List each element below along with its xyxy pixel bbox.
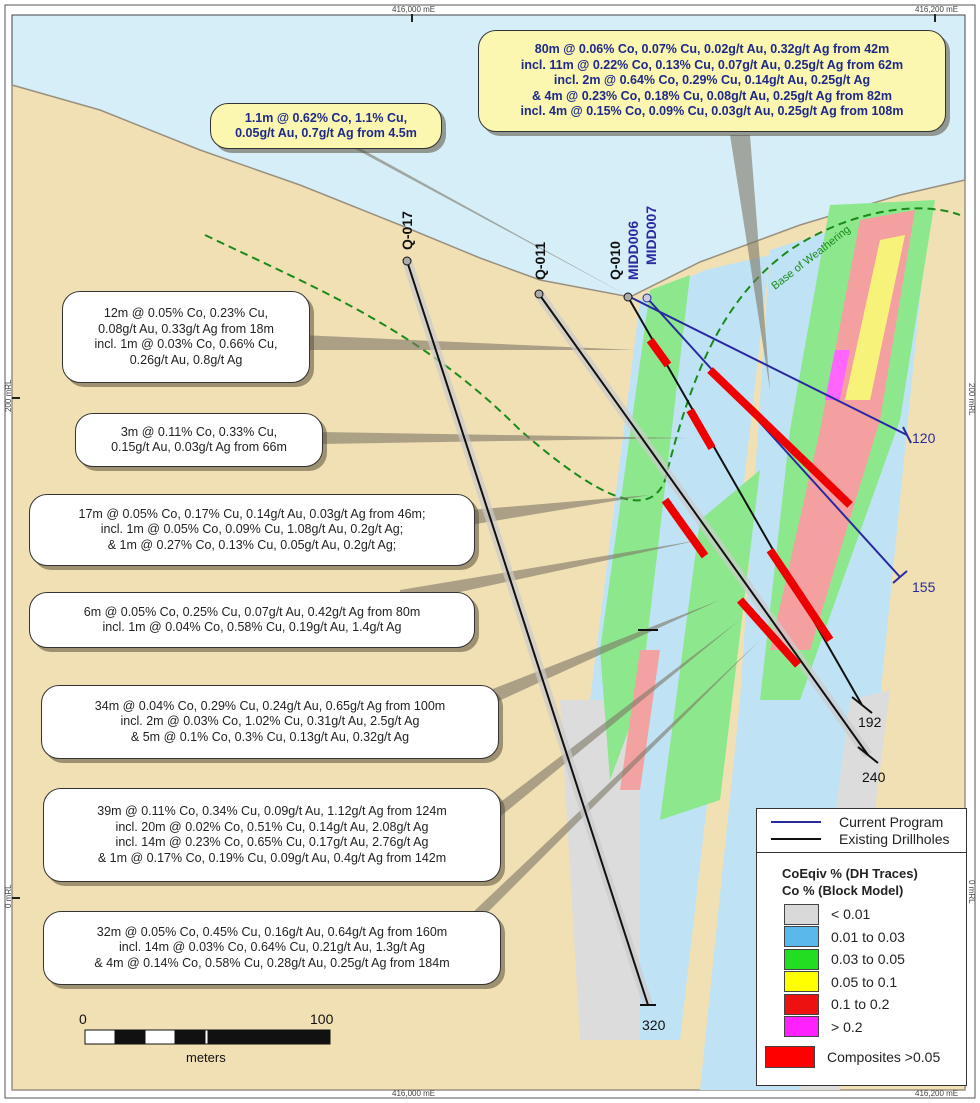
callout-line: & 4m @ 0.23% Co, 0.18% Cu, 0.08g/t Au, 0… bbox=[532, 88, 892, 103]
easting-label-top-right: 416,200 mE bbox=[915, 5, 958, 14]
callout-line: incl. 11m @ 0.22% Co, 0.13% Cu, 0.07g/t … bbox=[520, 57, 904, 72]
base-of-weathering-line bbox=[204, 207, 961, 502]
scale-end: 100 bbox=[310, 1011, 334, 1027]
callout-line: 32m @ 0.05% Co, 0.45% Cu, 0.16g/t Au, 0.… bbox=[96, 924, 448, 939]
callout-line: incl. 1m @ 0.03% Co, 0.66% Cu, bbox=[94, 337, 278, 351]
callout-line: 34m @ 0.04% Co, 0.29% Cu, 0.24g/t Au, 0.… bbox=[94, 698, 446, 713]
drillhole-label-q017: Q-017 bbox=[399, 211, 415, 250]
callout-line: & 4m @ 0.14% Co, 0.58% Cu, 0.28g/t Au, 0… bbox=[94, 955, 450, 970]
easting-label-bottom-right: 416,200 mE bbox=[915, 1089, 958, 1098]
legend-title-block-model: Co % (Block Model) bbox=[782, 883, 904, 898]
legend-swatch bbox=[784, 993, 819, 1015]
callout-intercept-1: 12m @ 0.05% Co, 0.23% Cu, 0.08g/t Au, 0.… bbox=[62, 291, 310, 383]
callout-line: & 5m @ 0.1% Co, 0.3% Cu, 0.13g/t Au, 0.3… bbox=[130, 729, 410, 744]
legend-current-program: Current Program bbox=[839, 813, 944, 830]
existing-drillholes-line-icon bbox=[771, 837, 821, 840]
end-depth-midd007: 155 bbox=[912, 579, 936, 595]
callout-line: 39m @ 0.11% Co, 0.34% Cu, 0.09g/t Au, 1.… bbox=[97, 804, 447, 818]
callout-line: incl. 2m @ 0.64% Co, 0.29% Cu, 0.14g/t A… bbox=[553, 73, 871, 88]
callout-line: incl. 4m @ 0.15% Co, 0.09% Cu, 0.03g/t A… bbox=[520, 104, 904, 119]
drillhole-trace-q011 bbox=[538, 293, 869, 756]
drillhole-label-midd007: MIDD007 bbox=[643, 206, 659, 265]
callout-line: 3m @ 0.11% Co, 0.33% Cu, bbox=[120, 424, 278, 439]
callout-line: & 1m @ 0.27% Co, 0.13% Cu, 0.05g/t Au, 0… bbox=[107, 537, 397, 552]
rl-label-left-0: 0 mRL bbox=[4, 884, 13, 908]
callout-intercept-7: 32m @ 0.05% Co, 0.45% Cu, 0.16g/t Au, 0.… bbox=[43, 911, 501, 985]
callout-line: 0.26g/t Au, 0.8g/t Ag bbox=[129, 352, 243, 367]
drillhole-trace-midd006 bbox=[631, 297, 908, 436]
scale-start: 0 bbox=[79, 1011, 87, 1027]
callout-yellow-q010: 1.1m @ 0.62% Co, 1.1% Cu, 0.05g/t Au, 0.… bbox=[210, 103, 442, 149]
callout-line: 0.05g/t Au, 0.7g/t Ag from 4.5m bbox=[235, 126, 417, 140]
drillhole-label-q010: Q-010 bbox=[607, 241, 623, 280]
current-program-line-icon bbox=[771, 820, 821, 823]
scale-bar bbox=[84, 1029, 331, 1045]
legend-class-label: < 0.01 bbox=[831, 906, 871, 923]
callout-line: 1.1m @ 0.62% Co, 1.1% Cu, bbox=[244, 110, 408, 125]
legend-class-label: 0.03 to 0.05 bbox=[831, 951, 905, 968]
end-depth-q010: 192 bbox=[858, 714, 882, 730]
callout-line: 17m @ 0.05% Co, 0.17% Cu, 0.14g/t Au, 0.… bbox=[78, 506, 426, 521]
callout-line: incl. 14m @ 0.23% Co, 0.65% Cu, 0.17g/t … bbox=[115, 835, 429, 849]
drillhole-trace-midd007 bbox=[646, 297, 901, 578]
callout-line: incl. 14m @ 0.03% Co, 0.64% Cu, 0.21g/t … bbox=[119, 940, 425, 955]
legend-class-label: 0.05 to 0.1 bbox=[831, 973, 898, 990]
easting-label-bottom-left: 416,000 mE bbox=[392, 1089, 435, 1098]
legend-swatch bbox=[784, 948, 819, 970]
drillhole-label-q011: Q-011 bbox=[532, 242, 548, 280]
legend: Current Program Existing Drillholes CoEq… bbox=[756, 808, 967, 1086]
callout-intercept-4: 6m @ 0.05% Co, 0.25% Cu, 0.07g/t Au, 0.4… bbox=[29, 592, 475, 648]
callout-intercept-2: 3m @ 0.11% Co, 0.33% Cu, 0.15g/t Au, 0.0… bbox=[75, 413, 323, 467]
legend-swatch bbox=[784, 971, 819, 993]
legend-class-label: 0.1 to 0.2 bbox=[831, 996, 890, 1013]
legend-existing-drillholes: Existing Drillholes bbox=[839, 830, 950, 847]
rl-label-right-0: 0 mRL bbox=[967, 880, 976, 904]
drillhole-label-midd006: MIDD006 bbox=[625, 221, 641, 280]
end-depth-q017: 320 bbox=[642, 1017, 666, 1033]
rl-label-left-200: 200 mRL bbox=[4, 379, 13, 412]
callout-intercept-5: 34m @ 0.04% Co, 0.29% Cu, 0.24g/t Au, 0.… bbox=[41, 685, 499, 759]
callout-intercept-3: 17m @ 0.05% Co, 0.17% Cu, 0.14g/t Au, 0.… bbox=[29, 494, 475, 566]
easting-label-top-left: 416,000 mE bbox=[392, 5, 435, 14]
legend-swatch bbox=[784, 1016, 819, 1038]
callout-line: 12m @ 0.05% Co, 0.23% Cu, bbox=[103, 306, 269, 320]
callout-line: 0.15g/t Au, 0.03g/t Ag from 66m bbox=[111, 440, 287, 454]
drillhole-trace-q017 bbox=[406, 260, 649, 1006]
legend-swatch bbox=[784, 903, 819, 925]
legend-composites: Composites >0.05 bbox=[827, 1049, 941, 1066]
callout-yellow-midd: 80m @ 0.06% Co, 0.07% Cu, 0.02g/t Au, 0.… bbox=[478, 30, 946, 132]
legend-title-dh-traces: CoEqiv % (DH Traces) bbox=[782, 866, 918, 881]
composites-swatch bbox=[765, 1046, 815, 1069]
end-depth-q011: 240 bbox=[862, 769, 886, 785]
callout-intercept-6: 39m @ 0.11% Co, 0.34% Cu, 0.09g/t Au, 1.… bbox=[43, 788, 501, 882]
callout-line: incl. 1m @ 0.04% Co, 0.58% Cu, 0.19g/t A… bbox=[102, 620, 402, 634]
legend-class-label: 0.01 to 0.03 bbox=[831, 928, 905, 945]
drillholes bbox=[402, 256, 912, 1007]
scale-unit: meters bbox=[186, 1050, 226, 1065]
callout-line: 80m @ 0.06% Co, 0.07% Cu, 0.02g/t Au, 0.… bbox=[534, 42, 890, 57]
callout-leaders bbox=[300, 115, 770, 930]
end-depth-midd006: 120 bbox=[912, 430, 936, 446]
rl-label-right-200: 200 mRL bbox=[967, 383, 976, 416]
callout-line: incl. 2m @ 0.03% Co, 1.02% Cu, 0.31g/t A… bbox=[120, 714, 420, 729]
callout-line: & 1m @ 0.17% Co, 0.19% Cu, 0.09g/t Au, 0… bbox=[97, 850, 447, 865]
callout-line: 6m @ 0.05% Co, 0.25% Cu, 0.07g/t Au, 0.4… bbox=[83, 604, 421, 619]
callout-line: 0.08g/t Au, 0.33g/t Ag from 18m bbox=[98, 321, 274, 336]
legend-class-label: > 0.2 bbox=[831, 1018, 863, 1035]
legend-swatch bbox=[784, 926, 819, 948]
callout-line: incl. 20m @ 0.02% Co, 0.51% Cu, 0.14g/t … bbox=[115, 819, 429, 834]
callout-line: incl. 1m @ 0.05% Co, 0.09% Cu, 1.08g/t A… bbox=[100, 522, 404, 537]
